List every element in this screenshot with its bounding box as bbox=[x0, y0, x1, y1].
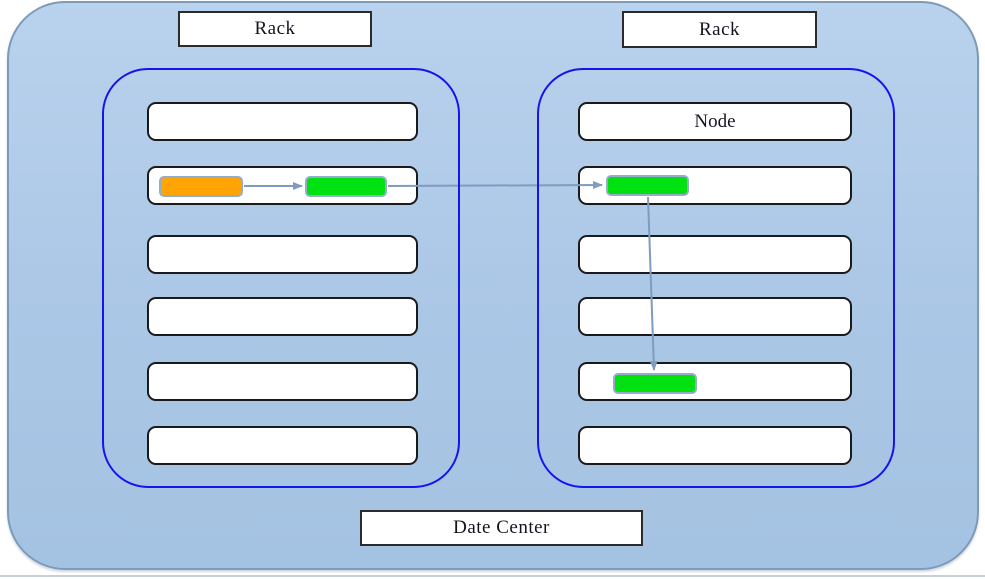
right-rack-label: Rack bbox=[698, 18, 741, 40]
orange-vm-block bbox=[159, 176, 243, 197]
data-center-container bbox=[7, 1, 979, 570]
left-rack-label: Rack bbox=[254, 18, 296, 39]
data-center-label-box: Date Center bbox=[360, 510, 643, 546]
right-rack-label-box: Rack bbox=[622, 11, 817, 48]
left-rack-node-3 bbox=[147, 235, 418, 274]
node-label: Node bbox=[694, 110, 736, 132]
left-rack-node-1 bbox=[147, 102, 418, 141]
left-rack-node-4 bbox=[147, 297, 418, 336]
right-rack-node-4 bbox=[578, 297, 852, 336]
right-rack-node-3 bbox=[578, 235, 852, 274]
right-rack-outline bbox=[537, 68, 895, 488]
page-bottom-edge bbox=[0, 575, 985, 577]
left-rack-node-6 bbox=[147, 426, 418, 465]
right-rack-node-1: Node bbox=[578, 102, 852, 141]
green-vm-block-left-rack bbox=[305, 176, 387, 197]
data-center-label: Date Center bbox=[453, 517, 550, 538]
green-vm-block-right-rack-top bbox=[606, 175, 689, 196]
left-rack-node-5 bbox=[147, 362, 418, 401]
left-rack-label-box: Rack bbox=[178, 11, 372, 47]
green-vm-block-right-rack-bottom bbox=[613, 373, 697, 394]
right-rack-node-6 bbox=[578, 426, 852, 465]
left-rack-outline bbox=[102, 68, 460, 488]
